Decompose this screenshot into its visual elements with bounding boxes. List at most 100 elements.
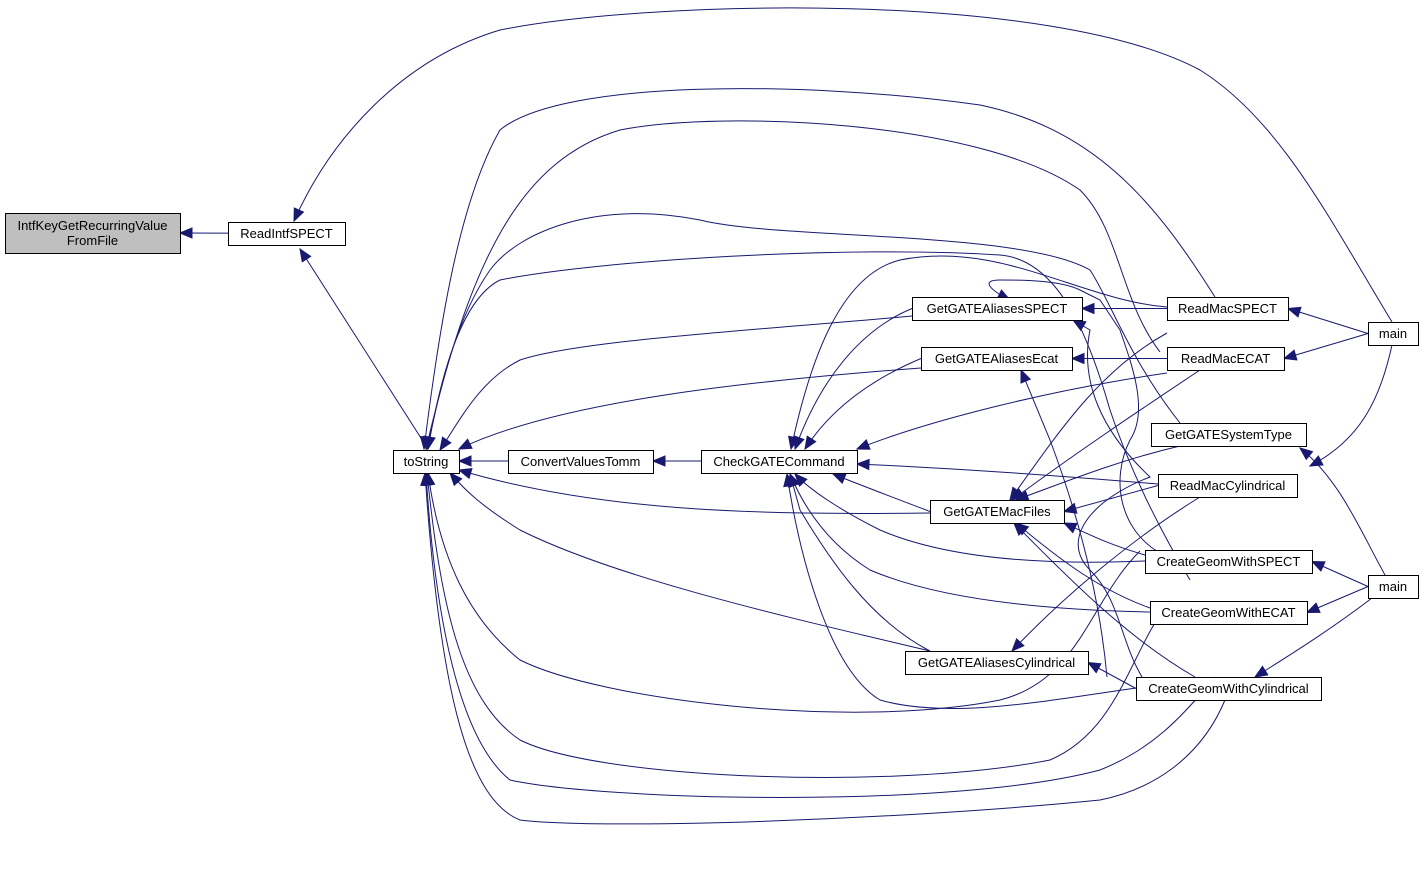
arrowhead-icon bbox=[424, 435, 436, 451]
node-label: GetGATEMacFiles bbox=[943, 504, 1051, 519]
arrowhead-icon bbox=[783, 472, 795, 488]
call-edge bbox=[427, 472, 1141, 713]
node-main1[interactable]: main bbox=[1368, 322, 1419, 346]
node-label: GetGATEAliasesEcat bbox=[935, 351, 1059, 366]
node-box bbox=[393, 450, 460, 474]
call-edge bbox=[1299, 447, 1386, 576]
call-edge bbox=[1013, 522, 1196, 678]
arrowhead-icon bbox=[457, 438, 473, 450]
arrowhead-icon bbox=[439, 436, 452, 452]
call-edge bbox=[832, 473, 931, 512]
node-tostring[interactable]: toString bbox=[393, 450, 460, 474]
node-convert[interactable]: ConvertValuesTomm bbox=[508, 450, 654, 474]
call-edge bbox=[449, 472, 931, 652]
node-box bbox=[1167, 347, 1285, 371]
node-label: CreateGeomWithECAT bbox=[1161, 605, 1295, 620]
node-geomcyl[interactable]: CreateGeomWithCylindrical bbox=[1136, 677, 1322, 701]
call-edge bbox=[786, 473, 1137, 709]
call-edge bbox=[804, 358, 922, 450]
node-label: CreateGeomWithSPECT bbox=[1157, 554, 1301, 569]
arrowhead-icon bbox=[1080, 302, 1095, 315]
node-box bbox=[1151, 423, 1307, 447]
node-readmacecat[interactable]: ReadMacECAT bbox=[1167, 347, 1285, 371]
arrowhead-icon bbox=[831, 473, 847, 485]
call-edge bbox=[790, 255, 1168, 450]
node-check[interactable]: CheckGATECommand bbox=[701, 450, 858, 474]
node-readmaccyl[interactable]: ReadMacCylindrical bbox=[1158, 474, 1298, 498]
arrowhead-icon bbox=[1298, 447, 1314, 461]
call-edge bbox=[299, 248, 429, 450]
arrowhead-icon bbox=[1071, 319, 1087, 332]
arrowhead-icon bbox=[457, 455, 472, 467]
node-box bbox=[1136, 677, 1322, 701]
node-systype[interactable]: GetGATESystemType bbox=[1151, 423, 1307, 447]
node-label: IntfKeyGetRecurringValue bbox=[17, 218, 167, 233]
arrowhead-icon bbox=[1020, 368, 1032, 384]
arrowhead-icon bbox=[449, 472, 463, 487]
node-box bbox=[1368, 322, 1419, 346]
call-edge bbox=[1283, 333, 1369, 359]
call-edge bbox=[426, 213, 1181, 450]
node-box bbox=[912, 297, 1083, 321]
node-label: FromFile bbox=[67, 233, 118, 248]
node-macfiles[interactable]: GetGATEMacFiles bbox=[930, 500, 1065, 524]
node-aliascyl[interactable]: GetGATEAliasesCylindrical bbox=[905, 651, 1089, 675]
call-edge bbox=[425, 472, 1216, 798]
node-label: ReadMacCylindrical bbox=[1170, 478, 1286, 493]
call-edge bbox=[1015, 522, 1151, 609]
node-box bbox=[1167, 297, 1289, 321]
graph-edges bbox=[178, 7, 1393, 825]
node-box bbox=[228, 222, 346, 246]
arrowhead-icon bbox=[1310, 560, 1326, 572]
call-edge bbox=[1309, 344, 1393, 467]
call-edge bbox=[423, 88, 1216, 450]
arrowhead-icon bbox=[1253, 665, 1269, 678]
node-label: GetGATESystemType bbox=[1165, 427, 1292, 442]
node-aliasecat[interactable]: GetGATEAliasesEcat bbox=[921, 347, 1073, 371]
node-label: toString bbox=[404, 454, 449, 469]
node-box bbox=[1158, 474, 1298, 498]
call-edge bbox=[1015, 445, 1181, 501]
node-main2[interactable]: main bbox=[1368, 575, 1419, 599]
node-label: ReadMacECAT bbox=[1181, 351, 1270, 366]
arrowhead-icon bbox=[793, 435, 805, 451]
call-edge bbox=[1011, 496, 1201, 652]
arrowhead-icon bbox=[804, 435, 817, 451]
call-edge bbox=[425, 120, 1161, 450]
arrowhead-icon bbox=[1286, 306, 1302, 318]
node-box bbox=[930, 500, 1065, 524]
node-readmacspect[interactable]: ReadMacSPECT bbox=[1167, 297, 1289, 321]
node-label: ReadMacSPECT bbox=[1178, 301, 1277, 316]
node-box bbox=[701, 450, 858, 474]
call-edge bbox=[458, 469, 931, 514]
call-edge bbox=[1020, 369, 1108, 678]
call-edge bbox=[794, 308, 913, 450]
arrowhead-icon bbox=[1086, 661, 1102, 674]
call-edge bbox=[458, 367, 922, 450]
arrowhead-icon bbox=[1282, 349, 1298, 361]
node-label: main bbox=[1379, 326, 1407, 341]
arrowhead-icon bbox=[1013, 522, 1027, 536]
call-edge bbox=[789, 473, 1151, 613]
node-box bbox=[1145, 550, 1313, 574]
call-edge bbox=[1287, 308, 1369, 334]
node-aliasspect[interactable]: GetGATEAliasesSPECT bbox=[912, 297, 1083, 321]
node-readintf[interactable]: ReadIntfSPECT bbox=[228, 222, 346, 246]
call-edge bbox=[856, 372, 1168, 450]
node-box bbox=[5, 213, 181, 254]
node-label: GetGATEAliasesCylindrical bbox=[918, 655, 1075, 670]
node-geomecat[interactable]: CreateGeomWithECAT bbox=[1150, 601, 1308, 625]
node-label: ConvertValuesTomm bbox=[521, 454, 641, 469]
node-label: GetGATEAliasesSPECT bbox=[927, 301, 1068, 316]
arrowhead-icon bbox=[420, 471, 432, 486]
arrowhead-icon bbox=[1062, 522, 1078, 534]
node-label: CheckGATECommand bbox=[713, 454, 844, 469]
arrowhead-icon bbox=[299, 247, 312, 263]
call-edge bbox=[1254, 597, 1373, 678]
call-edge bbox=[1009, 332, 1168, 501]
node-label: CreateGeomWithCylindrical bbox=[1148, 681, 1308, 696]
node-geomspect[interactable]: CreateGeomWithSPECT bbox=[1145, 550, 1313, 574]
